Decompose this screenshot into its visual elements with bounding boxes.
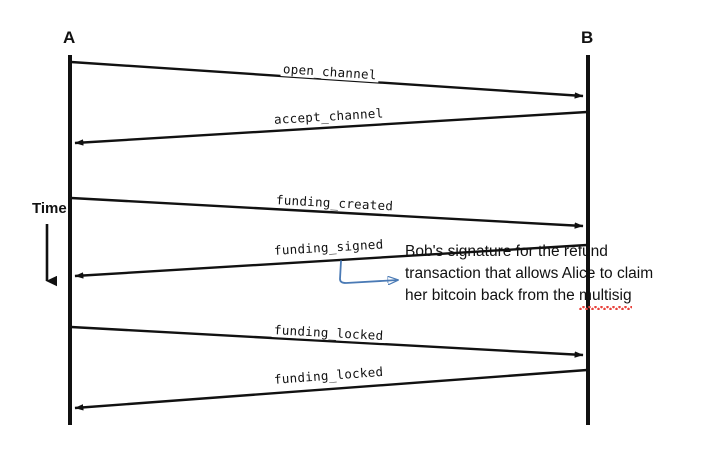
time-axis-label: Time bbox=[32, 200, 67, 217]
annotation-pointer-arrow bbox=[339, 260, 399, 283]
annotation-note: Bob's signature for the refund transacti… bbox=[405, 241, 654, 310]
message-arrow-funding-locked-1 bbox=[70, 325, 584, 358]
annotation-note-line-3-text: her bitcoin back from the bbox=[405, 287, 580, 304]
actor-label-a: A bbox=[63, 28, 76, 47]
message-arrow-accept-channel bbox=[74, 110, 588, 146]
message-arrow-funding-signed bbox=[74, 243, 588, 279]
annotation-note-line-2: transaction that allows Alice to claim bbox=[405, 265, 654, 282]
annotation-note-line-1: Bob's signature for the refund bbox=[405, 243, 608, 260]
annotation-misspelled-word: multisig bbox=[579, 285, 632, 310]
annotation-note-line-3: her bitcoin back from the multisig bbox=[405, 285, 653, 310]
actor-label-b: B bbox=[581, 28, 594, 47]
message-arrow-funding-created bbox=[70, 196, 584, 229]
message-arrow-funding-locked-2 bbox=[74, 368, 588, 411]
